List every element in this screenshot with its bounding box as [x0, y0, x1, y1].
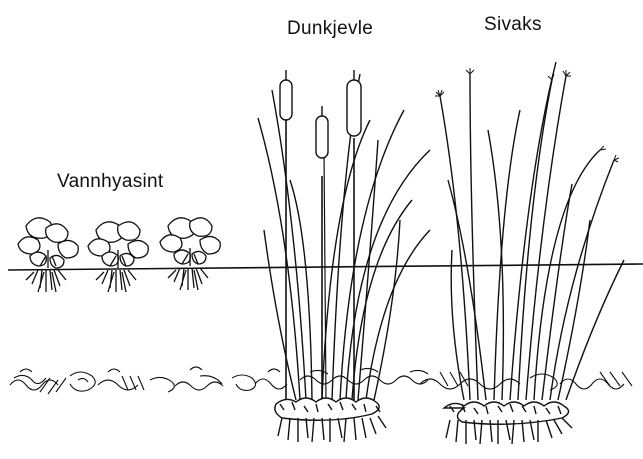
bulrush-seed-tufts	[435, 68, 619, 162]
cattail-head-1	[280, 80, 292, 120]
cattail-head-3	[347, 80, 361, 136]
label-cattail: Dunkjevle	[287, 18, 373, 40]
pond-bottom-sediment	[10, 367, 632, 394]
label-bulrush: Sivaks	[484, 14, 542, 36]
bulrush-plants	[435, 62, 624, 444]
water-hyacinth-plant-2	[88, 222, 148, 292]
cattail-plants	[258, 70, 430, 442]
cattail-head-2	[316, 116, 328, 158]
label-water-hyacinth: Vannhyasint	[57, 171, 163, 193]
water-hyacinth-plants	[18, 218, 220, 292]
water-hyacinth-plant-3	[160, 218, 220, 290]
water-hyacinth-plant-1	[18, 218, 78, 292]
